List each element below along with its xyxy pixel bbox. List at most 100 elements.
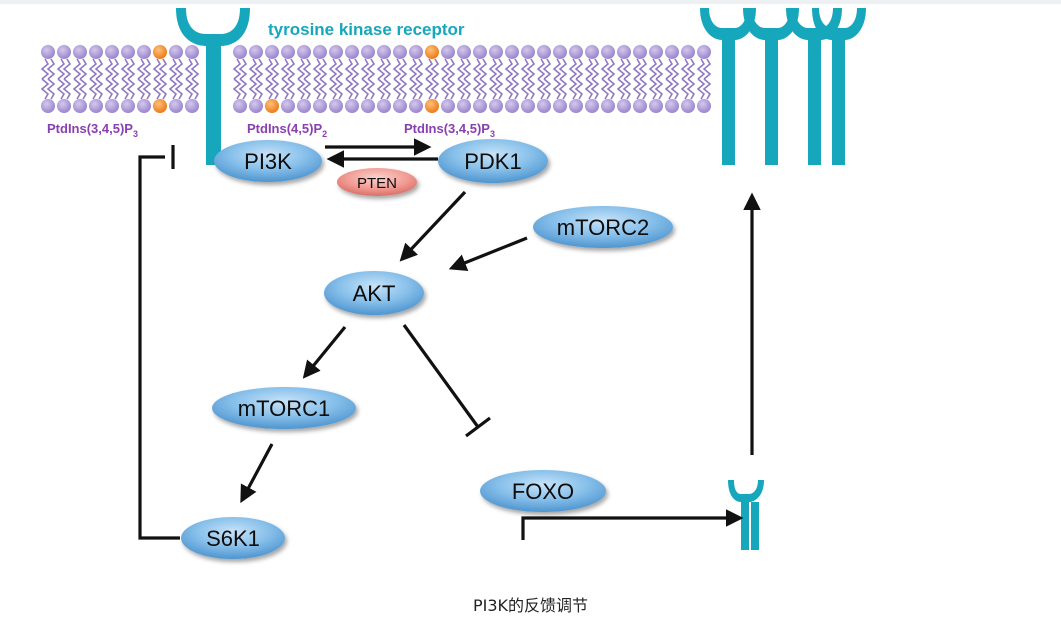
node-akt-label: AKT <box>353 281 396 306</box>
lipid-tail <box>334 58 344 80</box>
phospholipid-head <box>665 45 679 59</box>
top-border <box>0 0 1061 4</box>
phospholipid-head <box>121 45 135 59</box>
lipid-tail <box>136 78 146 100</box>
phospholipid-head <box>553 99 567 113</box>
lipid-tail <box>654 78 664 100</box>
lipid-tail <box>344 58 354 80</box>
node-akt: AKT <box>324 271 424 315</box>
lipid-tail <box>568 58 578 80</box>
lipid-tail <box>238 58 248 80</box>
phospholipid-head <box>585 99 599 113</box>
phospholipid-head <box>185 99 199 113</box>
node-pi3k-label: PI3K <box>244 149 292 174</box>
lipid-tail <box>606 58 616 80</box>
lipid-tail <box>440 78 450 100</box>
lipid-tail <box>520 58 530 80</box>
phospholipid-head <box>297 99 311 113</box>
lipid-label-left: PtdIns(3,4,5)P3 <box>47 121 138 139</box>
phospholipid-head <box>41 45 55 59</box>
lipid-tail <box>430 58 440 80</box>
node-mtorc2: mTORC2 <box>533 206 673 248</box>
phospholipid-head <box>249 45 263 59</box>
lipid-tail <box>152 78 162 100</box>
lipid-tail <box>40 78 50 100</box>
lipid-tail <box>526 78 536 100</box>
cell-membrane <box>40 45 712 113</box>
lipid-tail <box>328 58 338 80</box>
lipid-tail <box>110 58 120 80</box>
lipid-tail <box>654 58 664 80</box>
node-pdk1: PDK1 <box>438 139 548 183</box>
lipid-tail <box>478 58 488 80</box>
lipid-tail <box>494 78 504 100</box>
node-pdk1-label: PDK1 <box>464 149 521 174</box>
lipid-tail <box>248 78 258 100</box>
lipid-tail <box>56 58 66 80</box>
node-foxo-label: FOXO <box>512 479 574 504</box>
lipid-tail <box>126 58 136 80</box>
lipid-tail <box>62 58 72 80</box>
lipid-tail <box>366 78 376 100</box>
lipid-tail <box>536 78 546 100</box>
lipid-tail <box>254 58 264 80</box>
phospholipid-head <box>361 45 375 59</box>
lipid-tail <box>56 78 66 100</box>
lipid-tail <box>622 78 632 100</box>
phospholipid-head-phosphorylated <box>265 99 279 113</box>
lipid-tail <box>280 58 290 80</box>
phospholipid-head <box>249 99 263 113</box>
phospholipid-head <box>633 45 647 59</box>
phospholipid-head <box>281 99 295 113</box>
lipid-tail <box>264 78 274 100</box>
phospholipid-head <box>681 99 695 113</box>
lipid-tail <box>232 78 242 100</box>
lipid-tail <box>462 58 472 80</box>
lipid-tail <box>702 58 712 80</box>
pathway-edges <box>138 138 761 540</box>
lipid-tail <box>680 78 690 100</box>
lipid-tail <box>184 58 194 80</box>
lipid-tail <box>46 78 56 100</box>
lipid-tail <box>510 78 520 100</box>
lipid-tail <box>296 58 306 80</box>
lipid-tail <box>542 58 552 80</box>
lipid-tail <box>174 58 184 80</box>
phospholipid-head <box>361 99 375 113</box>
phospholipid-head <box>441 99 455 113</box>
edge-pdk1-akt <box>399 190 467 262</box>
lipid-tail <box>120 58 130 80</box>
lipid-tail <box>94 58 104 80</box>
lipid-tail <box>302 58 312 80</box>
phospholipid-head <box>57 45 71 59</box>
phospholipid-head <box>73 99 87 113</box>
phospholipid-head <box>377 99 391 113</box>
node-foxo: FOXO <box>480 470 606 512</box>
figure-caption: PI3K的反馈调节 <box>472 596 589 615</box>
lipid-tail <box>440 58 450 80</box>
phospholipid-head <box>345 99 359 113</box>
lipid-tail <box>302 78 312 100</box>
lipid-tail <box>350 58 360 80</box>
lipid-tail <box>328 78 338 100</box>
phospholipid-head <box>281 45 295 59</box>
phospholipid-head <box>505 45 519 59</box>
phospholipid-head <box>89 99 103 113</box>
lipid-tail <box>478 78 488 100</box>
lipid-tail <box>638 58 648 80</box>
phospholipid-head <box>409 99 423 113</box>
phospholipid-head <box>73 45 87 59</box>
lipid-tail <box>664 78 674 100</box>
lipid-tail <box>382 78 392 100</box>
lipid-tail <box>424 78 434 100</box>
phospholipid-head <box>409 45 423 59</box>
node-pten-label: PTEN <box>357 175 397 192</box>
phospholipid-head <box>601 45 615 59</box>
phospholipid-head <box>633 99 647 113</box>
lipid-tail <box>558 58 568 80</box>
phospholipid-head <box>473 99 487 113</box>
lipid-tail <box>488 58 498 80</box>
phospholipid-head <box>345 45 359 59</box>
phospholipid-head <box>89 45 103 59</box>
lipid-tail <box>702 78 712 100</box>
